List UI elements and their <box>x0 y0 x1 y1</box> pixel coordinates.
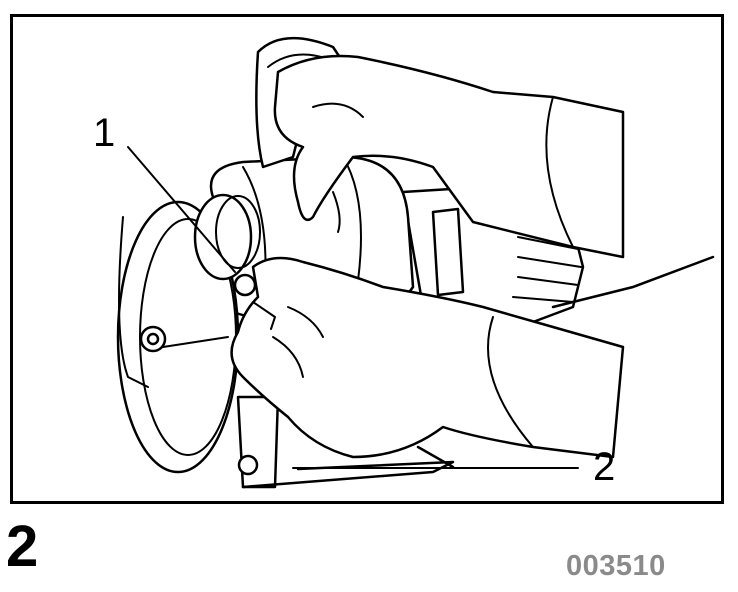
upper-hand <box>273 54 625 259</box>
reference-code: 003510 <box>566 550 666 582</box>
leader-line-1 <box>127 146 236 273</box>
figure-number: 2 <box>6 514 39 579</box>
shaft-lock-button <box>233 273 276 330</box>
lower-hand <box>230 256 625 459</box>
illustration-frame: 1 2 <box>10 14 724 504</box>
callout-1: 1 <box>93 111 116 155</box>
spindle-flange <box>193 193 261 281</box>
grinder-illustration <box>116 36 715 489</box>
callout-2: 2 <box>593 445 616 489</box>
